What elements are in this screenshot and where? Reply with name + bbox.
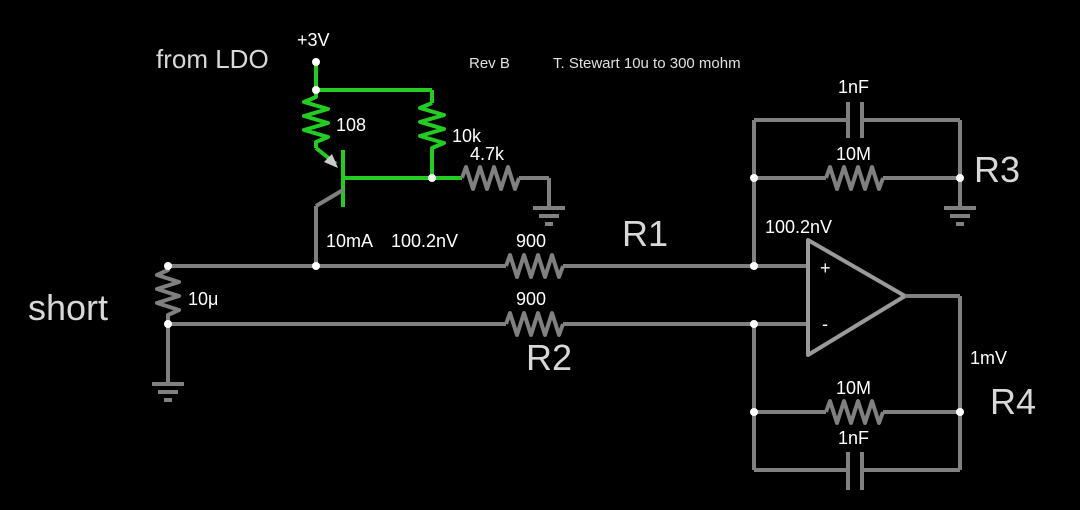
r2-name-label: R2 xyxy=(526,337,572,378)
output-readout: 1mV xyxy=(970,348,1007,368)
revision-label: Rev B xyxy=(469,55,510,72)
r-emitter-resistor[interactable] xyxy=(302,90,330,148)
junction-nodes xyxy=(164,58,964,416)
ground-symbol-3 xyxy=(944,206,976,226)
emitter-arrow-icon xyxy=(324,154,338,168)
r1-name-label: R1 xyxy=(622,213,668,254)
r4-res-label: 10M xyxy=(836,378,871,398)
r1-value-label: 900 xyxy=(516,231,546,251)
voltage-node-readout: 100.2nV xyxy=(391,231,458,251)
r4-name-label: R4 xyxy=(990,381,1036,422)
dut-value-label: 10μ xyxy=(188,289,218,309)
dut-resistor[interactable] xyxy=(155,266,181,324)
opamp-symbol[interactable] xyxy=(806,238,907,357)
r4-cap-label: 1nF xyxy=(838,428,869,448)
supply-network xyxy=(302,62,462,207)
r2-value-label: 900 xyxy=(516,289,546,309)
r-bias-top-label: 10k xyxy=(452,126,482,146)
r-bias-bottom-resistor[interactable] xyxy=(460,165,521,191)
node-opamp-minus[interactable] xyxy=(750,320,758,328)
opamp-plus-label: + xyxy=(820,258,831,278)
node-dut-top[interactable] xyxy=(164,262,172,270)
gray-wiring xyxy=(155,102,962,490)
ground-symbol-1 xyxy=(533,206,565,226)
r3-resistor[interactable] xyxy=(824,165,885,191)
node-supply[interactable] xyxy=(312,58,320,66)
node-r4-right[interactable] xyxy=(956,408,964,416)
ground-symbol-2 xyxy=(152,382,184,402)
r-bias-bottom-label: 4.7k xyxy=(470,144,505,164)
r-emitter-label: 108 xyxy=(336,115,366,135)
node-r3-right[interactable] xyxy=(956,174,964,182)
node-collector[interactable] xyxy=(312,262,320,270)
node-r4-left[interactable] xyxy=(750,408,758,416)
r1-resistor[interactable] xyxy=(504,253,565,279)
node-dut-bottom[interactable] xyxy=(164,320,172,328)
node-r3-left[interactable] xyxy=(750,174,758,182)
r3-cap-label: 1nF xyxy=(838,77,869,97)
dut-label: short xyxy=(28,287,108,328)
author-note: T. Stewart 10u to 300 mohm xyxy=(553,55,741,72)
voltage-plus-readout: 100.2nV xyxy=(765,217,832,237)
source-label: from LDO xyxy=(156,44,269,74)
r4-resistor[interactable] xyxy=(824,399,885,425)
supply-label: +3V xyxy=(297,30,330,50)
node-opamp-plus[interactable] xyxy=(750,262,758,270)
current-readout: 10mA xyxy=(326,231,373,251)
r2-resistor[interactable] xyxy=(504,311,565,337)
collector-wire xyxy=(314,188,345,208)
opamp-minus-label: - xyxy=(822,314,828,334)
node-base[interactable] xyxy=(428,174,436,182)
node-supply-top[interactable] xyxy=(312,86,320,94)
r3-res-label: 10M xyxy=(836,144,871,164)
r-bias-top-resistor[interactable] xyxy=(418,101,446,178)
r3-name-label: R3 xyxy=(974,149,1020,190)
